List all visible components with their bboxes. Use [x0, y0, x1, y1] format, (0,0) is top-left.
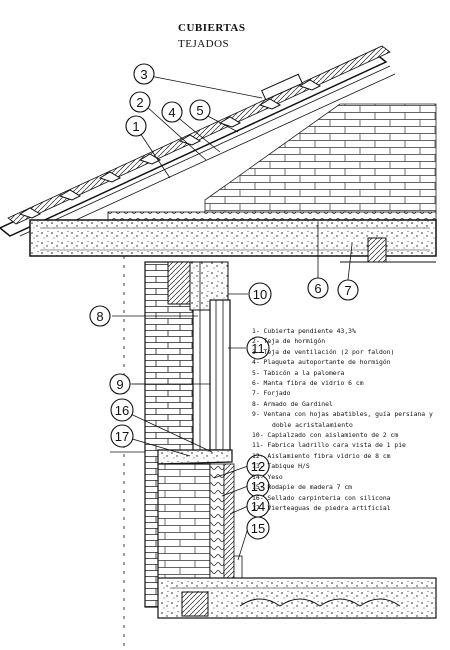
callout-9: 9 [109, 373, 131, 395]
svg-text:2: 2 [136, 95, 143, 110]
legend-item: 8- Armado de Gardinel [252, 399, 333, 408]
roof-tile-profiles [18, 79, 322, 219]
svg-text:8: 8 [96, 309, 103, 324]
callout-5: 5 [189, 99, 211, 121]
callout-11: 11 [246, 336, 270, 360]
legend-item: 7- Forjado [252, 389, 291, 398]
legend-item: 14- Yeso [252, 472, 283, 481]
legend-item: 16- Sellado carpinteria con silicona [252, 493, 391, 502]
callout-4: 4 [161, 101, 183, 123]
svg-text:13: 13 [251, 479, 265, 494]
legend-item: 15- Rodapie de madera 7 cm [252, 483, 353, 492]
legend-item: 10- Capialzado con aislamiento de 2 cm [252, 431, 399, 440]
fiberglass-blanket [107, 211, 437, 221]
legend-item: 17- Vierteaguas de piedra artificial [252, 503, 391, 512]
callout-3: 3 [133, 63, 155, 85]
svg-text:10: 10 [253, 287, 267, 302]
svg-text:3: 3 [140, 67, 147, 82]
svg-text:14: 14 [251, 499, 265, 514]
legend-item: 9- Ventana con hojas abatibles, guía per… [252, 410, 433, 429]
page-title: CUBIERTAS [178, 22, 246, 34]
svg-text:12: 12 [251, 459, 265, 474]
svg-text:5: 5 [196, 103, 203, 118]
callout-17: 17 [110, 424, 134, 448]
svg-text:1: 1 [132, 119, 139, 134]
svg-text:4: 4 [168, 105, 175, 120]
callout-markers: 3 2 4 5 1 6 7 10 8 11 9 16 17 12 13 14 1… [89, 63, 359, 540]
partition-layer [223, 463, 235, 593]
svg-text:6: 6 [314, 281, 321, 296]
svg-text:11: 11 [251, 341, 265, 356]
window-frame [209, 299, 231, 451]
legend-item: 1- Cubierta pendiente 43,3% [252, 327, 356, 335]
stone-sill [157, 449, 233, 465]
slab-beam [367, 237, 387, 263]
callout-6: 6 [307, 277, 329, 299]
svg-text:15: 15 [251, 521, 265, 536]
leader-lines [112, 75, 353, 561]
svg-text:16: 16 [115, 403, 129, 418]
legend-item: 12- Aislamiento fibra vidrio de 8 cm [252, 451, 391, 460]
callout-7: 7 [337, 279, 359, 301]
legend-item: 2- Teja de hormigón [252, 337, 326, 346]
svg-text:7: 7 [344, 283, 351, 298]
callout-1: 1 [125, 115, 147, 137]
svg-text:17: 17 [115, 429, 129, 444]
svg-text:9: 9 [116, 377, 123, 392]
callout-10: 10 [248, 282, 272, 306]
callout-14: 14 [246, 494, 270, 518]
legend-item: 6- Manta fibra de vidrio 6 cm [252, 379, 364, 388]
legend-item: 11- Fabrica ladrillo cara vista de 1 pie [252, 441, 406, 450]
callout-15: 15 [246, 516, 270, 540]
legend-item: 4- Plaqueta autoportante de hormigón [252, 358, 391, 367]
lower-brick-block [157, 463, 211, 593]
page-subtitle: TEJADOS [178, 38, 230, 50]
callout-2: 2 [129, 91, 151, 113]
insulation-layer [209, 463, 225, 593]
legend-item: 13- Tabique H/S [252, 462, 310, 471]
callout-8: 8 [89, 305, 111, 327]
legend-list: 1- Cubierta pendiente 43,3% 2- Teja de h… [252, 326, 448, 513]
floor-beam [181, 591, 209, 617]
window-lintel-cavity [167, 261, 193, 305]
ventilation-tile [261, 73, 303, 101]
legend-item: 3- Teja de ventilación (2 por faldon) [252, 347, 395, 356]
callout-16: 16 [110, 398, 134, 422]
legend-item: 5- Tabicón a la palomera [252, 368, 345, 377]
